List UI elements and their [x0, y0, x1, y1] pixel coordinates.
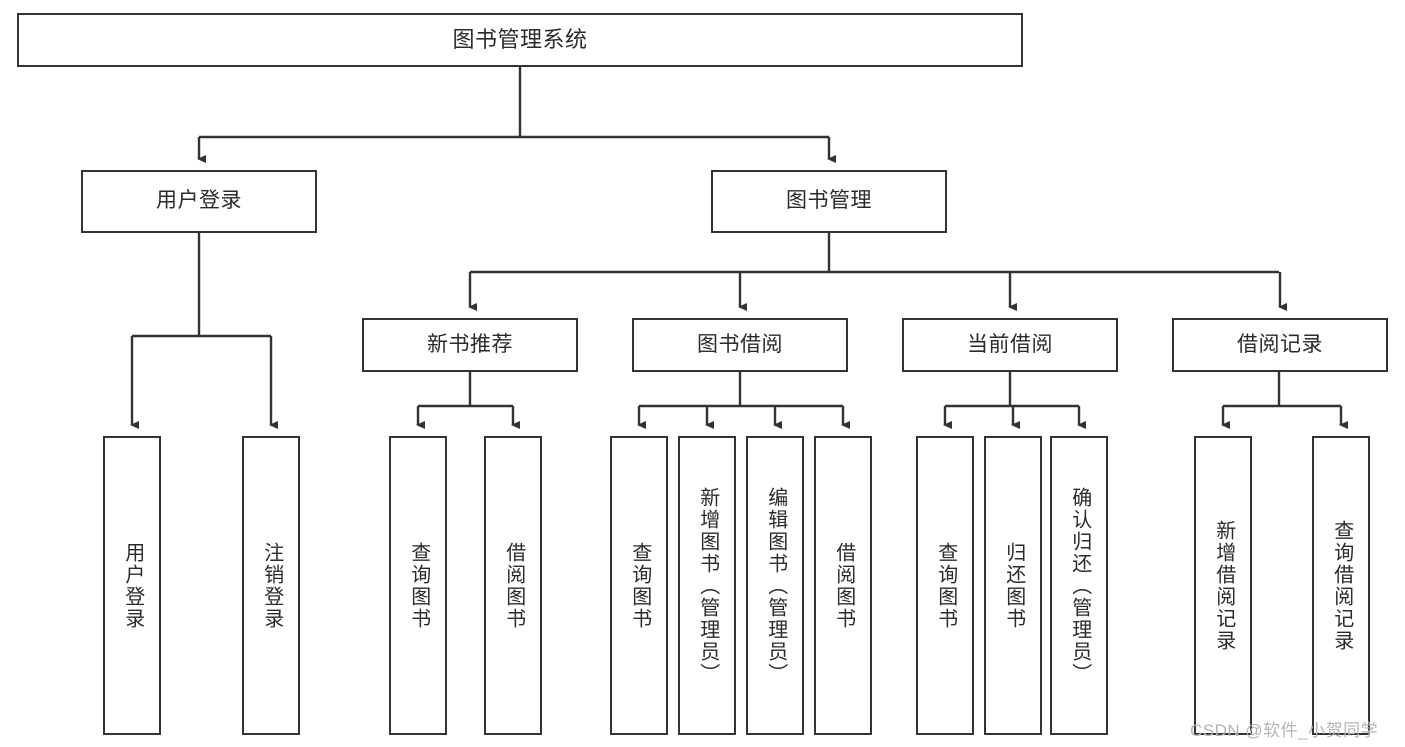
- node-leaf-query-record[interactable]: 查询借阅记录: [1312, 436, 1370, 735]
- node-label: 新增图书（管理员）: [696, 486, 719, 685]
- node-root-system[interactable]: 图书管理系统: [17, 13, 1023, 67]
- node-leaf-user-logout[interactable]: 注销登录: [242, 436, 300, 735]
- node-label: 确认归还（管理员）: [1068, 486, 1091, 685]
- node-label: 新书推荐: [427, 332, 513, 356]
- node-new-book-rec[interactable]: 新书推荐: [362, 318, 578, 372]
- node-leaf-edit-book[interactable]: 编辑图书（管理员）: [746, 436, 804, 735]
- node-leaf-borrow-book-2[interactable]: 借阅图书: [814, 436, 872, 735]
- node-user-login[interactable]: 用户登录: [81, 170, 317, 233]
- node-label: 借阅图书: [832, 541, 855, 630]
- node-leaf-add-record[interactable]: 新增借阅记录: [1194, 436, 1252, 735]
- node-current-borrow[interactable]: 当前借阅: [902, 318, 1118, 372]
- node-borrow-record[interactable]: 借阅记录: [1172, 318, 1388, 372]
- node-leaf-confirm-return[interactable]: 确认归还（管理员）: [1050, 436, 1108, 735]
- node-leaf-return-book[interactable]: 归还图书: [984, 436, 1042, 735]
- node-label: 归还图书: [1002, 541, 1025, 630]
- node-label: 借阅图书: [502, 541, 525, 630]
- node-label: 当前借阅: [967, 332, 1053, 356]
- node-book-borrow[interactable]: 图书借阅: [632, 318, 848, 372]
- node-label: 新增借阅记录: [1212, 519, 1235, 652]
- node-label: 借阅记录: [1237, 332, 1323, 356]
- node-label: 注销登录: [260, 541, 283, 630]
- node-label: 图书管理系统: [452, 27, 588, 53]
- node-leaf-user-login[interactable]: 用户登录: [103, 436, 161, 735]
- node-leaf-query-book-3[interactable]: 查询图书: [916, 436, 974, 735]
- node-label: 用户登录: [121, 541, 144, 630]
- node-label: 图书管理: [786, 189, 872, 213]
- node-label: 图书借阅: [697, 332, 783, 356]
- node-label: 查询图书: [628, 541, 651, 630]
- node-leaf-query-book-2[interactable]: 查询图书: [610, 436, 668, 735]
- node-label: 查询借阅记录: [1330, 519, 1353, 652]
- node-label: 查询图书: [407, 541, 430, 630]
- node-label: 编辑图书（管理员）: [764, 486, 787, 685]
- node-label: 用户登录: [156, 189, 242, 213]
- node-leaf-add-book[interactable]: 新增图书（管理员）: [678, 436, 736, 735]
- node-leaf-query-book-1[interactable]: 查询图书: [389, 436, 447, 735]
- node-book-manage[interactable]: 图书管理: [711, 170, 947, 233]
- node-leaf-borrow-book-1[interactable]: 借阅图书: [484, 436, 542, 735]
- watermark-text: CSDN @软件_小贺同学: [1190, 721, 1379, 740]
- node-label: 查询图书: [934, 541, 957, 630]
